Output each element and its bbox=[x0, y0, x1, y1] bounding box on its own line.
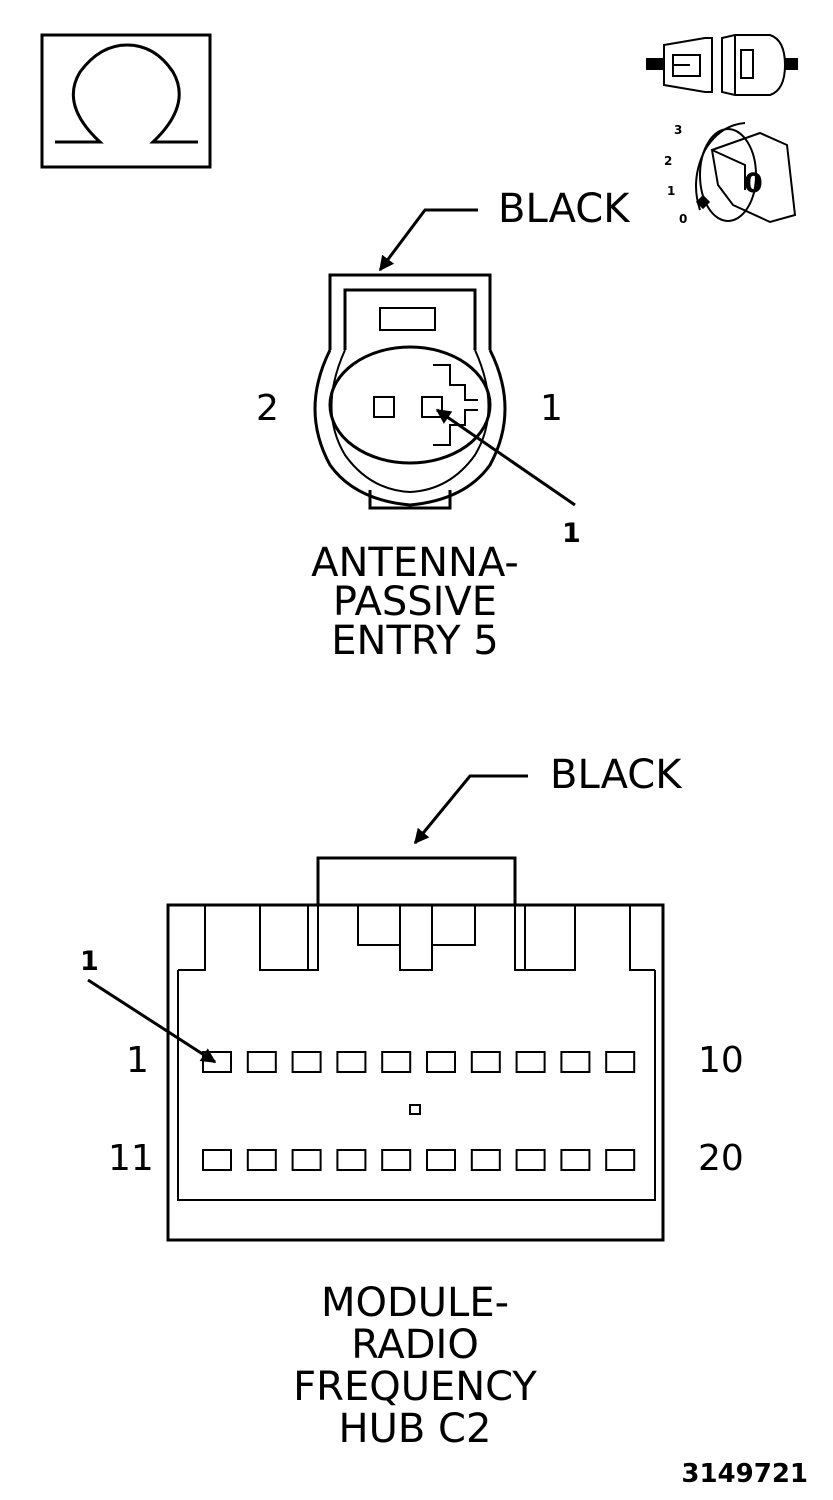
rf-hub-pin-10 bbox=[605, 1051, 636, 1073]
rf-hub-pin-9 bbox=[560, 1051, 591, 1073]
rf-hub-name-line-2: RADIO bbox=[351, 1322, 479, 1368]
rf-hub-pin-16 bbox=[426, 1149, 456, 1171]
ignition-key-icon: 3 2 1 0 0 bbox=[664, 122, 797, 226]
antenna-connector-body bbox=[313, 273, 507, 510]
svg-text:0: 0 bbox=[744, 168, 763, 199]
svg-text:3: 3 bbox=[674, 123, 682, 137]
rf-hub-pin-5 bbox=[381, 1051, 412, 1073]
antenna-pin-label-2: 2 bbox=[256, 388, 279, 429]
rf-hub-row1-right-label: 10 bbox=[698, 1040, 744, 1081]
antenna-name-line-2: PASSIVE bbox=[333, 579, 497, 625]
rf-hub-pin-11 bbox=[202, 1149, 232, 1171]
figure-number: 3149721 bbox=[681, 1459, 808, 1489]
rf-hub-pin-15 bbox=[381, 1149, 412, 1171]
antenna-connector-group: BLACK 2 1 1 ANTENNA- PASSIVE ENTRY 5 bbox=[256, 186, 631, 664]
rf-hub-pin-7 bbox=[470, 1051, 501, 1073]
rf-hub-callout-1: 1 bbox=[80, 946, 99, 977]
rf-hub-name-line-4: HUB C2 bbox=[339, 1406, 492, 1452]
antenna-pin-2 bbox=[373, 396, 395, 418]
rf-hub-pin-3 bbox=[291, 1051, 322, 1073]
connector2-color-label: BLACK bbox=[550, 752, 683, 798]
rf-hub-pin-13 bbox=[291, 1149, 322, 1171]
antenna-name-line-3: ENTRY 5 bbox=[331, 618, 498, 664]
rf-hub-connector-body bbox=[166, 856, 665, 1242]
rf-hub-pin-18 bbox=[515, 1149, 546, 1171]
antenna-pin-label-1: 1 bbox=[540, 388, 563, 429]
rf-hub-name-line-3: FREQUENCY bbox=[293, 1364, 537, 1410]
rf-hub-pin-19 bbox=[560, 1149, 591, 1171]
rf-hub-pin-17 bbox=[470, 1149, 501, 1171]
svg-text:1: 1 bbox=[667, 184, 675, 198]
antenna-callout-1: 1 bbox=[562, 518, 581, 549]
rf-hub-pin-2 bbox=[246, 1051, 277, 1073]
rf-hub-row2-right-label: 20 bbox=[698, 1138, 744, 1179]
svg-text:0: 0 bbox=[679, 212, 687, 226]
antenna-pin-1 bbox=[421, 396, 443, 418]
connector1-color-label: BLACK bbox=[498, 186, 631, 232]
rf-hub-pin-row-1 bbox=[202, 1051, 636, 1073]
rf-hub-row2-left-label: 11 bbox=[108, 1138, 154, 1179]
rf-hub-connector-group: BLACK 1 1 10 11 20 MODULE- RADIO FREQUE bbox=[80, 752, 744, 1452]
rf-hub-polarization-dot bbox=[409, 1104, 421, 1115]
antenna-name-line-1: ANTENNA- bbox=[311, 540, 519, 586]
rf-hub-name-line-1: MODULE- bbox=[321, 1280, 509, 1326]
rf-hub-pin-row-2 bbox=[202, 1149, 636, 1171]
rf-hub-pin-14 bbox=[336, 1149, 367, 1171]
svg-text:2: 2 bbox=[664, 154, 672, 168]
rf-hub-pin-4 bbox=[336, 1051, 367, 1073]
rf-hub-row1-left-label: 1 bbox=[126, 1040, 149, 1081]
rf-hub-pin-8 bbox=[515, 1051, 546, 1073]
rf-hub-pin-20 bbox=[605, 1149, 636, 1171]
connector-disconnect-icon bbox=[646, 34, 798, 96]
rf-hub-pin-6 bbox=[426, 1051, 456, 1073]
ohm-symbol-icon bbox=[40, 33, 212, 169]
rf-hub-pin-12 bbox=[246, 1149, 277, 1171]
rf-hub-pin-1 bbox=[202, 1051, 232, 1073]
